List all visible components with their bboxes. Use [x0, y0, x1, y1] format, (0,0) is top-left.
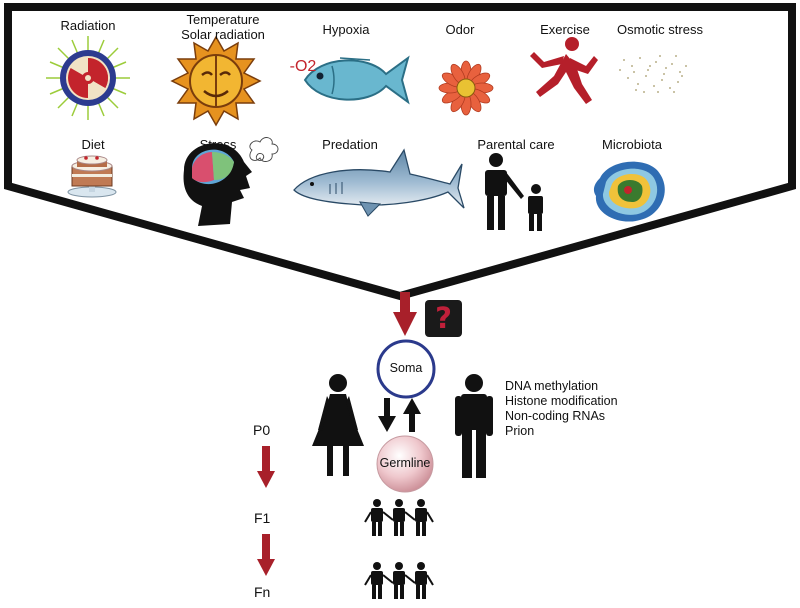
running-person-icon [530, 37, 598, 104]
stressed-head-icon [183, 137, 279, 227]
shark-icon [293, 148, 465, 217]
hypoxia-symbol: -O2 [289, 58, 317, 75]
male-figure-icon [455, 374, 493, 478]
label-hypoxia: Hypoxia [322, 22, 370, 37]
label-odor: Odor [445, 22, 475, 37]
generation-p0: P0 [253, 422, 271, 438]
environment-funnel [4, 3, 796, 301]
unknown-mechanism-badge: ? [425, 300, 462, 337]
generation-f1: F1 [254, 510, 271, 526]
soma-label: Soma [389, 361, 423, 375]
label-stress: Stress [199, 137, 237, 152]
fn-offspring-icon [364, 562, 434, 599]
label-microbiota: Microbiota [602, 137, 662, 152]
funnel-output-arrow [393, 292, 417, 336]
label-parental-care: Parental care [477, 137, 555, 152]
mechanism-item: Non-coding RNAs [505, 409, 606, 423]
female-figure-icon [312, 374, 364, 476]
cake-icon [67, 155, 117, 198]
mechanism-item: Prion [505, 424, 535, 438]
label-predation: Predation [322, 137, 378, 152]
soma-to-germline-arrow [378, 398, 396, 432]
label-osmotic-stress: Osmotic stress [617, 22, 703, 37]
sun-icon [170, 35, 262, 127]
label-radiation: Radiation [60, 18, 116, 33]
microbe-icon [593, 161, 665, 222]
fish-icon [303, 55, 410, 105]
label-diet: Diet [81, 137, 105, 152]
mechanism-list: DNA methylation Histone modification Non… [505, 379, 618, 439]
p0-to-f1-arrow [257, 446, 275, 488]
f1-offspring-icon [364, 499, 434, 536]
question-mark-icon: ? [435, 301, 452, 335]
mechanism-item: DNA methylation [505, 379, 599, 393]
radiation-icon [46, 36, 130, 120]
soma-node [376, 339, 436, 399]
generation-fn: Fn [254, 584, 271, 600]
label-exercise: Exercise [540, 22, 590, 37]
germline-label: Germline [379, 456, 431, 470]
f1-to-fn-arrow [257, 534, 275, 576]
germline-to-soma-arrow [403, 398, 421, 432]
flower-icon [438, 60, 494, 116]
label-temperature: Temperature [186, 12, 260, 27]
mechanism-item: Histone modification [505, 394, 618, 408]
salt-grains-icon [619, 55, 687, 93]
parent-child-icon [485, 153, 543, 231]
germline-node [376, 435, 434, 493]
label-solar-radiation: Solar radiation [181, 27, 265, 42]
